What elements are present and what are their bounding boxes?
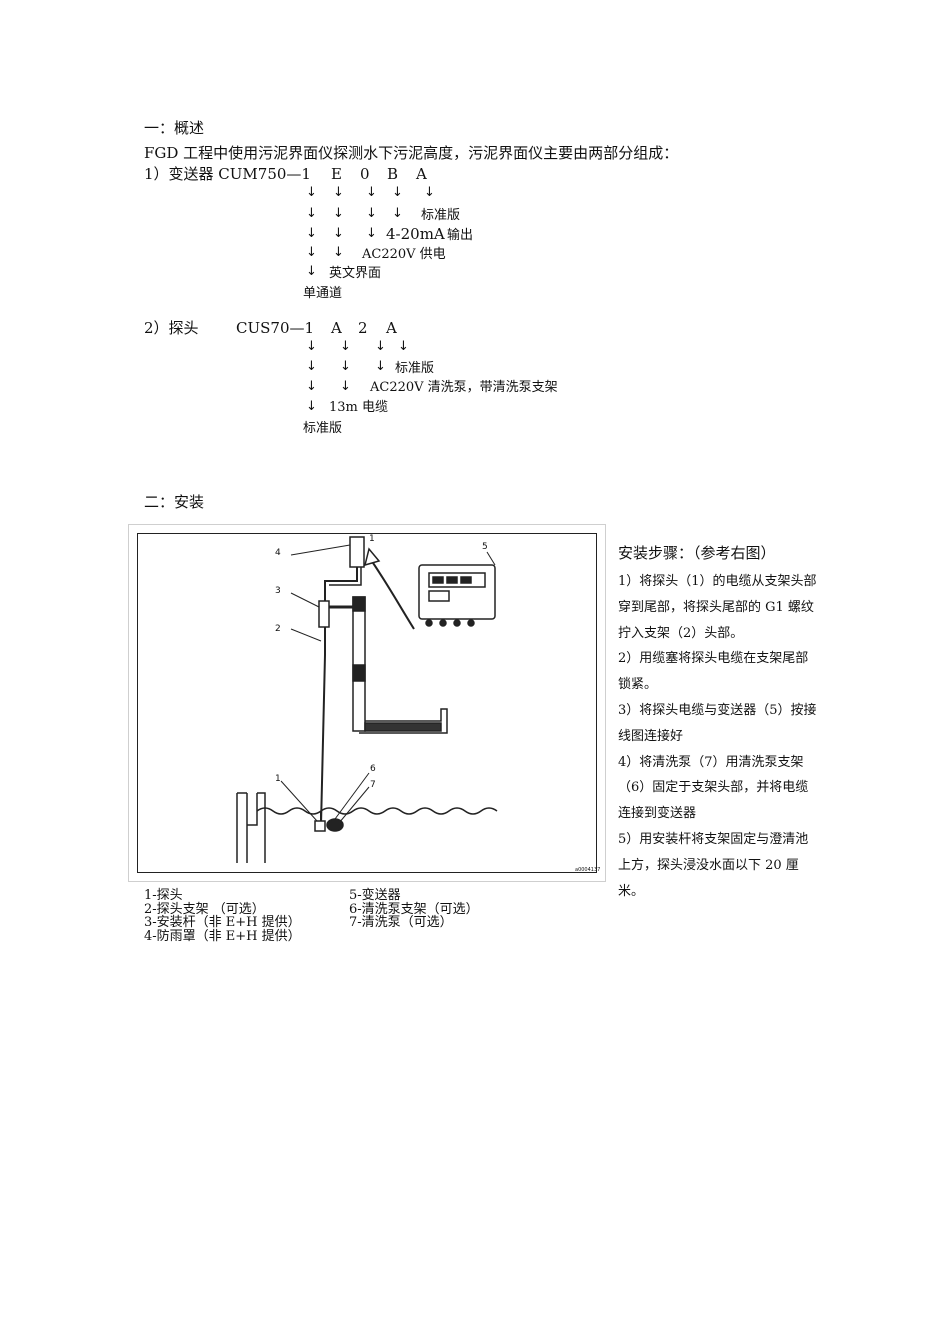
transmitter-note-output-signal: 4-20mA <box>386 225 445 243</box>
down-arrow-icon: ↓ <box>306 264 317 279</box>
probe-note-cable: 13m 电缆 <box>329 400 389 415</box>
probe-note-pump: AC220V 清洗泵，带清洗泵支架 <box>370 380 558 395</box>
probe-model: CUS70—1 <box>236 319 315 337</box>
callout-3: 3 <box>275 586 281 596</box>
figure-code: a0004137 <box>575 867 601 873</box>
installation-diagram <box>236 536 498 863</box>
mounting-post <box>352 596 366 732</box>
water-surface <box>256 807 498 815</box>
down-arrow-icon: ↓ <box>398 339 409 354</box>
down-arrow-icon: ↓ <box>392 206 403 221</box>
down-arrow-icon: ↓ <box>306 245 317 260</box>
down-arrow-icon: ↓ <box>306 379 317 394</box>
down-arrow-icon: ↓ <box>392 185 403 200</box>
installation-steps: 安装步骤：（参考右图） 1）将探头（1）的电缆从支架头部穿到尾部，将探头尾部的 … <box>618 543 818 904</box>
transmitter-code-1: E <box>331 165 342 183</box>
legend-item: 2-探头支架 （可选） <box>144 901 265 917</box>
down-arrow-icon: ↓ <box>306 339 317 354</box>
step-5: 5）用安装杆将支架固定与澄清池上方，探头浸没水面以下 20 厘米。 <box>618 831 809 899</box>
transmitter-note-output: 输出 <box>447 228 474 243</box>
probe-note-standard: 标准版 <box>303 421 343 436</box>
legend-item: 3-安装杆（非 E+H 提供） <box>144 915 301 930</box>
down-arrow-icon: ↓ <box>424 185 435 200</box>
down-arrow-icon: ↓ <box>366 226 377 241</box>
down-arrow-icon: ↓ <box>306 185 317 200</box>
probe-code-3: A <box>386 319 397 337</box>
callout-2: 2 <box>275 624 281 634</box>
down-arrow-icon: ↓ <box>375 339 386 354</box>
down-arrow-icon: ↓ <box>366 206 377 221</box>
down-arrow-icon: ↓ <box>306 359 317 374</box>
down-arrow-icon: ↓ <box>340 339 351 354</box>
down-arrow-icon: ↓ <box>375 359 386 374</box>
probe-shape <box>314 820 326 832</box>
section-heading-installation: 二：安装 <box>144 493 205 511</box>
down-arrow-icon: ↓ <box>306 206 317 221</box>
down-arrow-icon: ↓ <box>340 379 351 394</box>
down-arrow-icon: ↓ <box>366 185 377 200</box>
probe-label: 2）探头 <box>144 319 199 337</box>
callout-5: 5 <box>482 542 488 552</box>
callout-7: 7 <box>370 780 376 790</box>
intro-paragraph: FGD 工程中使用污泥界面仪探测水下污泥高度，污泥界面仪主要由两部分组成： <box>144 144 679 162</box>
legend-item: 7-清洗泵（可选） <box>349 915 453 930</box>
callout-1-bottom: 1 <box>275 774 281 784</box>
figure-border <box>137 533 597 873</box>
transmitter-code-3: B <box>387 165 399 183</box>
down-arrow-icon: ↓ <box>340 359 351 374</box>
probe-code-1: A <box>331 319 342 337</box>
probe-code-2: 2 <box>358 319 368 337</box>
step-3: 3）将探头电缆与变送器（5）按接线图连接好 <box>618 702 817 744</box>
transmitter-note-channel: 单通道 <box>303 286 343 301</box>
transmitter-model-label: 1）变送器 CUM750—1 <box>144 165 311 183</box>
probe-note-version: 标准版 <box>395 361 435 376</box>
down-arrow-icon: ↓ <box>333 206 344 221</box>
down-arrow-icon: ↓ <box>333 185 344 200</box>
legend-item: 6-清洗泵支架（可选） <box>349 901 479 917</box>
callout-6: 6 <box>370 764 376 774</box>
step-1: 1）将探头（1）的电缆从支架头部穿到尾部，将探头尾部的 G1 螺纹拧入支架（2）… <box>618 574 817 641</box>
installation-figure: 1 3 2 4 5 6 7 1 a0004137 <box>128 524 606 882</box>
step-2: 2）用缆塞将探头电缆在支架尾部锁紧。 <box>618 651 809 693</box>
legend-item: 4-防雨罩（非 E+H 提供） <box>144 928 301 944</box>
legend-item: 1-探头 <box>144 888 183 903</box>
rain-cover-shape <box>349 536 365 568</box>
steps-title: 安装步骤：（参考右图） <box>618 544 776 562</box>
transmitter-note-version: 标准版 <box>421 208 461 223</box>
section-heading-overview: 一：概述 <box>144 119 205 137</box>
down-arrow-icon: ↓ <box>333 245 344 260</box>
down-arrow-icon: ↓ <box>306 399 317 414</box>
transmitter-note-language: 英文界面 <box>329 266 382 281</box>
legend-item: 5-变送器 <box>349 888 401 903</box>
transmitter-code-4: A <box>416 165 427 183</box>
down-arrow-icon: ↓ <box>333 226 344 241</box>
down-arrow-icon: ↓ <box>306 226 317 241</box>
legend-left: 1-探头 2-探头支架 （可选） 3-安装杆（非 E+H 提供） 4-防雨罩（非… <box>144 889 301 943</box>
callout-1-top: 1 <box>369 534 375 544</box>
transmitter-code-2: 0 <box>360 165 370 183</box>
step-4: 4）将清洗泵（7）用清洗泵支架（6）固定于支架头部，并将电缆连接到变送器 <box>618 754 809 822</box>
callout-4: 4 <box>275 548 281 558</box>
probe-holder-pipe <box>320 567 358 826</box>
legend-right: 5-变送器 6-清洗泵支架（可选） 7-清洗泵（可选） <box>349 889 479 930</box>
transmitter-note-power: AC220V 供电 <box>362 247 446 262</box>
